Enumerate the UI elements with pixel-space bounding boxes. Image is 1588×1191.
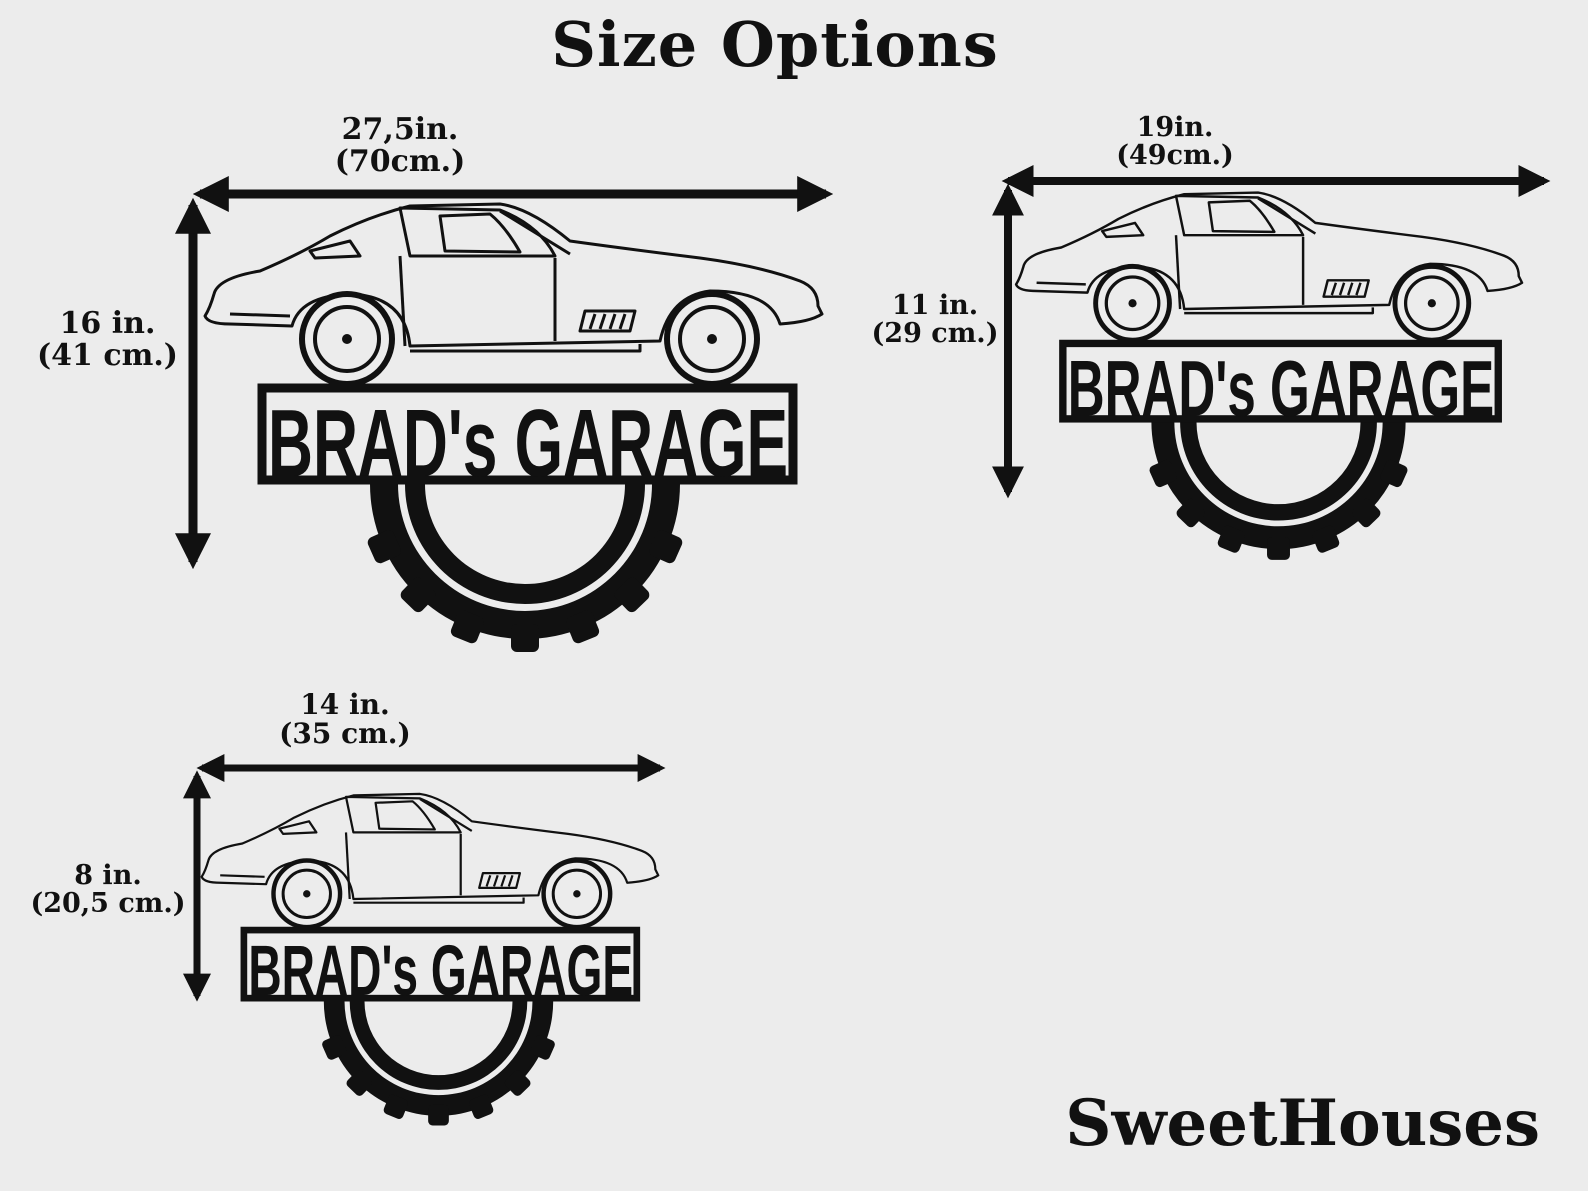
- small-width-cm: (35 cm.): [279, 717, 411, 751]
- large-height-cm: (41 cm.): [36, 337, 179, 373]
- page-title: Size Options: [551, 8, 999, 81]
- medium-height-label: 11 in. (29 cm.): [860, 290, 1010, 350]
- large-height-in: 16 in.: [59, 306, 156, 341]
- sign-text: BRAD's GARAGE: [1068, 345, 1494, 433]
- sign-text: BRAD's GARAGE: [248, 932, 633, 1011]
- small-height-in: 8 in.: [74, 860, 142, 891]
- small-width-label: 14 in. (35 cm.): [270, 690, 420, 749]
- large-sign: BRAD's GARAGE: [205, 204, 822, 652]
- medium-height-cm: (29 cm.): [871, 318, 999, 350]
- small-width-in: 14 in.: [300, 688, 390, 721]
- large-height-label: 16 in. (41 cm.): [20, 308, 195, 371]
- medium-sign: BRAD's GARAGE: [1016, 193, 1522, 560]
- small-height-label: 8 in. (20,5 cm.): [18, 860, 198, 920]
- large-width-label: 27,5in. (70cm.): [300, 114, 500, 177]
- brand-logo-text: SweetHouses: [1065, 1086, 1540, 1161]
- large-width-cm: (70cm.): [334, 143, 466, 179]
- small-sign: BRAD's GARAGE: [202, 794, 659, 1126]
- small-height-cm: (20,5 cm.): [30, 888, 186, 920]
- medium-width-in: 19in.: [1136, 112, 1214, 143]
- large-width-in: 27,5in.: [341, 112, 459, 147]
- medium-height-in: 11 in.: [891, 290, 979, 321]
- sign-text: BRAD's GARAGE: [268, 390, 788, 497]
